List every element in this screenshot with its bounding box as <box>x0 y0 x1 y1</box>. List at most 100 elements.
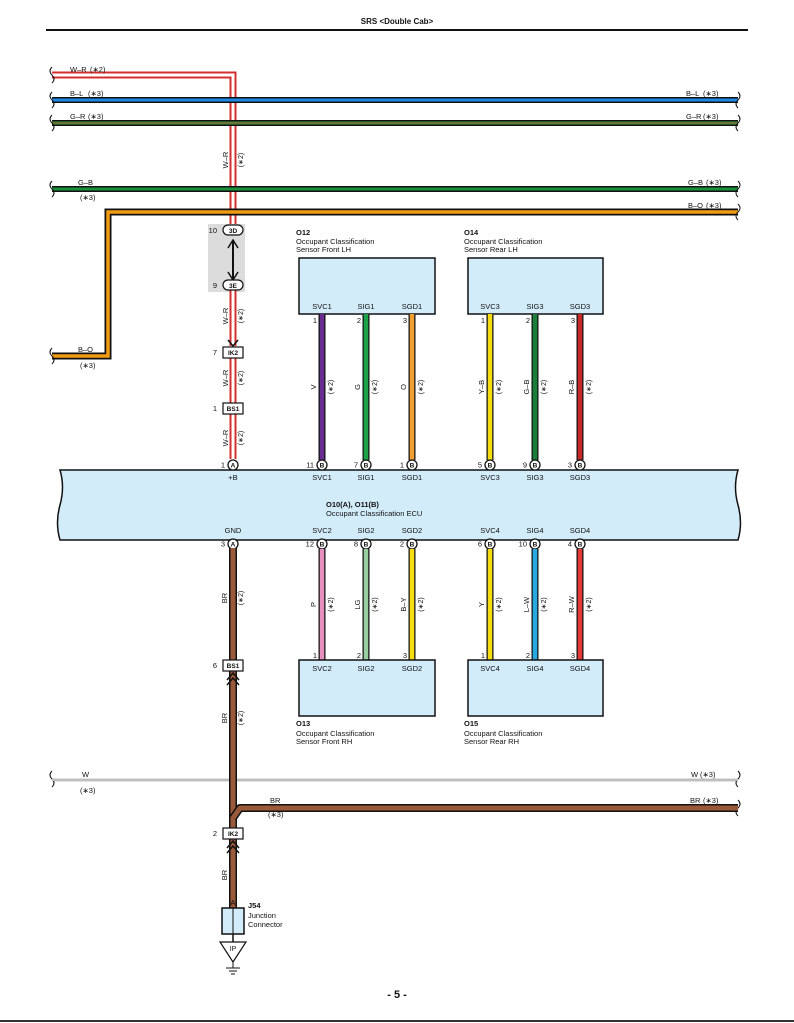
svg-text:3: 3 <box>571 651 575 660</box>
ground-ip-icon: IP <box>218 934 248 975</box>
svg-text:SVC2: SVC2 <box>312 664 332 673</box>
bus-g-b-label: G–B <box>78 178 93 187</box>
svg-text:Sensor Rear RH: Sensor Rear RH <box>464 737 519 746</box>
svg-text:B: B <box>578 542 583 549</box>
bus-br-ref: (∗3) <box>268 810 284 819</box>
bus-br-label-right: BR <box>690 796 701 805</box>
page-title: SRS <Double Cab> <box>361 17 434 26</box>
bus-br-label: BR <box>270 796 281 805</box>
svg-text:9: 9 <box>523 461 527 470</box>
bottom-wire-3: Y(∗2)1 <box>477 549 503 660</box>
feed-wire-ref-2: (∗2) <box>238 309 245 323</box>
svg-text:6: 6 <box>213 661 217 670</box>
bus-b-l: B–L (∗3) B–L (∗3) <box>52 89 738 103</box>
bus-b-o-ref-left: (∗3) <box>80 361 96 370</box>
svg-text:BS1: BS1 <box>227 406 240 413</box>
svg-text:Connector: Connector <box>248 920 283 929</box>
feed-wire-label-4: W–R <box>221 429 230 446</box>
svg-text:G: G <box>353 384 362 390</box>
bus-b-l-ref: (∗3) <box>88 89 104 98</box>
svg-text:Sensor Rear LH: Sensor Rear LH <box>464 245 518 254</box>
svg-text:3: 3 <box>221 540 225 549</box>
svg-text:10: 10 <box>209 226 217 235</box>
svg-text:SIG4: SIG4 <box>526 664 543 673</box>
svg-text:Y: Y <box>477 602 486 607</box>
svg-text:BS1: BS1 <box>227 663 240 670</box>
top-wire-0: V(∗2)1 <box>309 314 335 460</box>
svg-text:SVC3: SVC3 <box>480 473 500 482</box>
svg-text:O14: O14 <box>464 228 479 237</box>
connector-ik2-bottom: IK2 2 <box>213 827 244 854</box>
bus-w-label-right: W <box>691 770 699 779</box>
bus-b-l-label: B–L <box>70 89 83 98</box>
bus-g-r-ref: (∗3) <box>88 112 104 121</box>
svg-text:(∗2): (∗2) <box>541 597 548 611</box>
svg-text:P: P <box>309 602 318 607</box>
svg-text:SIG3: SIG3 <box>526 473 543 482</box>
bottom-wire-5: R–W (∗2) 3 <box>567 549 593 660</box>
svg-text:Sensor Front RH: Sensor Front RH <box>296 737 352 746</box>
bus-b-o-ref-right: (∗3) <box>706 201 722 210</box>
bus-b-l-ref-right: (∗3) <box>703 89 719 98</box>
svg-text:LG: LG <box>353 599 362 609</box>
svg-text:10: 10 <box>519 540 527 549</box>
bottom-wire-2: B–Y(∗2)3 <box>399 549 425 660</box>
bus-w-ref: (∗3) <box>80 786 96 795</box>
svg-text:SVC1: SVC1 <box>312 473 332 482</box>
bus-g-b: G–B (∗3) G–B (∗3) <box>52 178 738 202</box>
sensor-o14: O14 Occupant Classification Sensor Rear … <box>464 228 604 315</box>
svg-text:(∗2): (∗2) <box>372 597 379 611</box>
sensor-o13: SVC2 SIG2 SGD2 O13 Occupant Classificati… <box>296 659 436 746</box>
feed-wire-label-3: W–R <box>221 369 230 386</box>
svg-text:2: 2 <box>526 651 530 660</box>
bus-br-ref-right: (∗3) <box>703 796 719 805</box>
svg-text:IK2: IK2 <box>228 350 239 357</box>
svg-text:A: A <box>231 463 236 470</box>
svg-text:SGD4: SGD4 <box>570 526 590 535</box>
svg-text:G–B: G–B <box>522 379 531 394</box>
svg-text:SIG2: SIG2 <box>357 664 374 673</box>
svg-text:SIG3: SIG3 <box>526 302 543 311</box>
svg-text:1: 1 <box>313 651 317 660</box>
bus-b-o-label-right: B–O <box>688 201 703 210</box>
sensor-o12: O12 Occupant Classification Sensor Front… <box>296 228 436 315</box>
svg-text:SVC1: SVC1 <box>312 302 332 311</box>
svg-text:7: 7 <box>213 348 217 357</box>
ecu-pins: A1+BB11SVC1B7SIG1B1SGD1B5SVC3B9SIG3B3SGD… <box>221 459 590 550</box>
svg-text:IK2: IK2 <box>228 831 239 838</box>
svg-text:(∗2): (∗2) <box>586 597 593 611</box>
bus-b-o-label-left: B–O <box>78 345 93 354</box>
svg-text:Occupant Classification: Occupant Classification <box>296 237 374 246</box>
page-number: - 5 - <box>387 989 407 1001</box>
svg-text:2: 2 <box>400 540 404 549</box>
svg-text:SGD3: SGD3 <box>570 473 590 482</box>
svg-text:B: B <box>488 542 493 549</box>
svg-text:3: 3 <box>403 316 407 325</box>
svg-text:Occupant Classification: Occupant Classification <box>296 729 374 738</box>
feed-wire-ref-1: (∗2) <box>238 153 245 167</box>
bus-w-r-ref: (∗2) <box>90 65 106 74</box>
svg-text:Y–B: Y–B <box>477 380 486 394</box>
svg-text:(∗2): (∗2) <box>586 380 593 394</box>
svg-text:(∗2): (∗2) <box>496 597 503 611</box>
svg-text:SIG1: SIG1 <box>357 302 374 311</box>
svg-text:SGD3: SGD3 <box>570 302 590 311</box>
gnd-wire-label-1: BR <box>220 592 229 603</box>
svg-text:(∗2): (∗2) <box>328 380 335 394</box>
svg-text:(∗2): (∗2) <box>328 597 335 611</box>
svg-text:IP: IP <box>230 946 237 953</box>
svg-text:3: 3 <box>571 316 575 325</box>
svg-text:O: O <box>399 384 408 390</box>
svg-text:B: B <box>533 542 538 549</box>
svg-text:3E: 3E <box>229 283 238 290</box>
svg-text:R–W: R–W <box>567 595 576 613</box>
bus-b-o: B–O (∗3) B–O (∗3) <box>52 201 738 370</box>
bus-g-b-label-right: G–B <box>688 178 703 187</box>
